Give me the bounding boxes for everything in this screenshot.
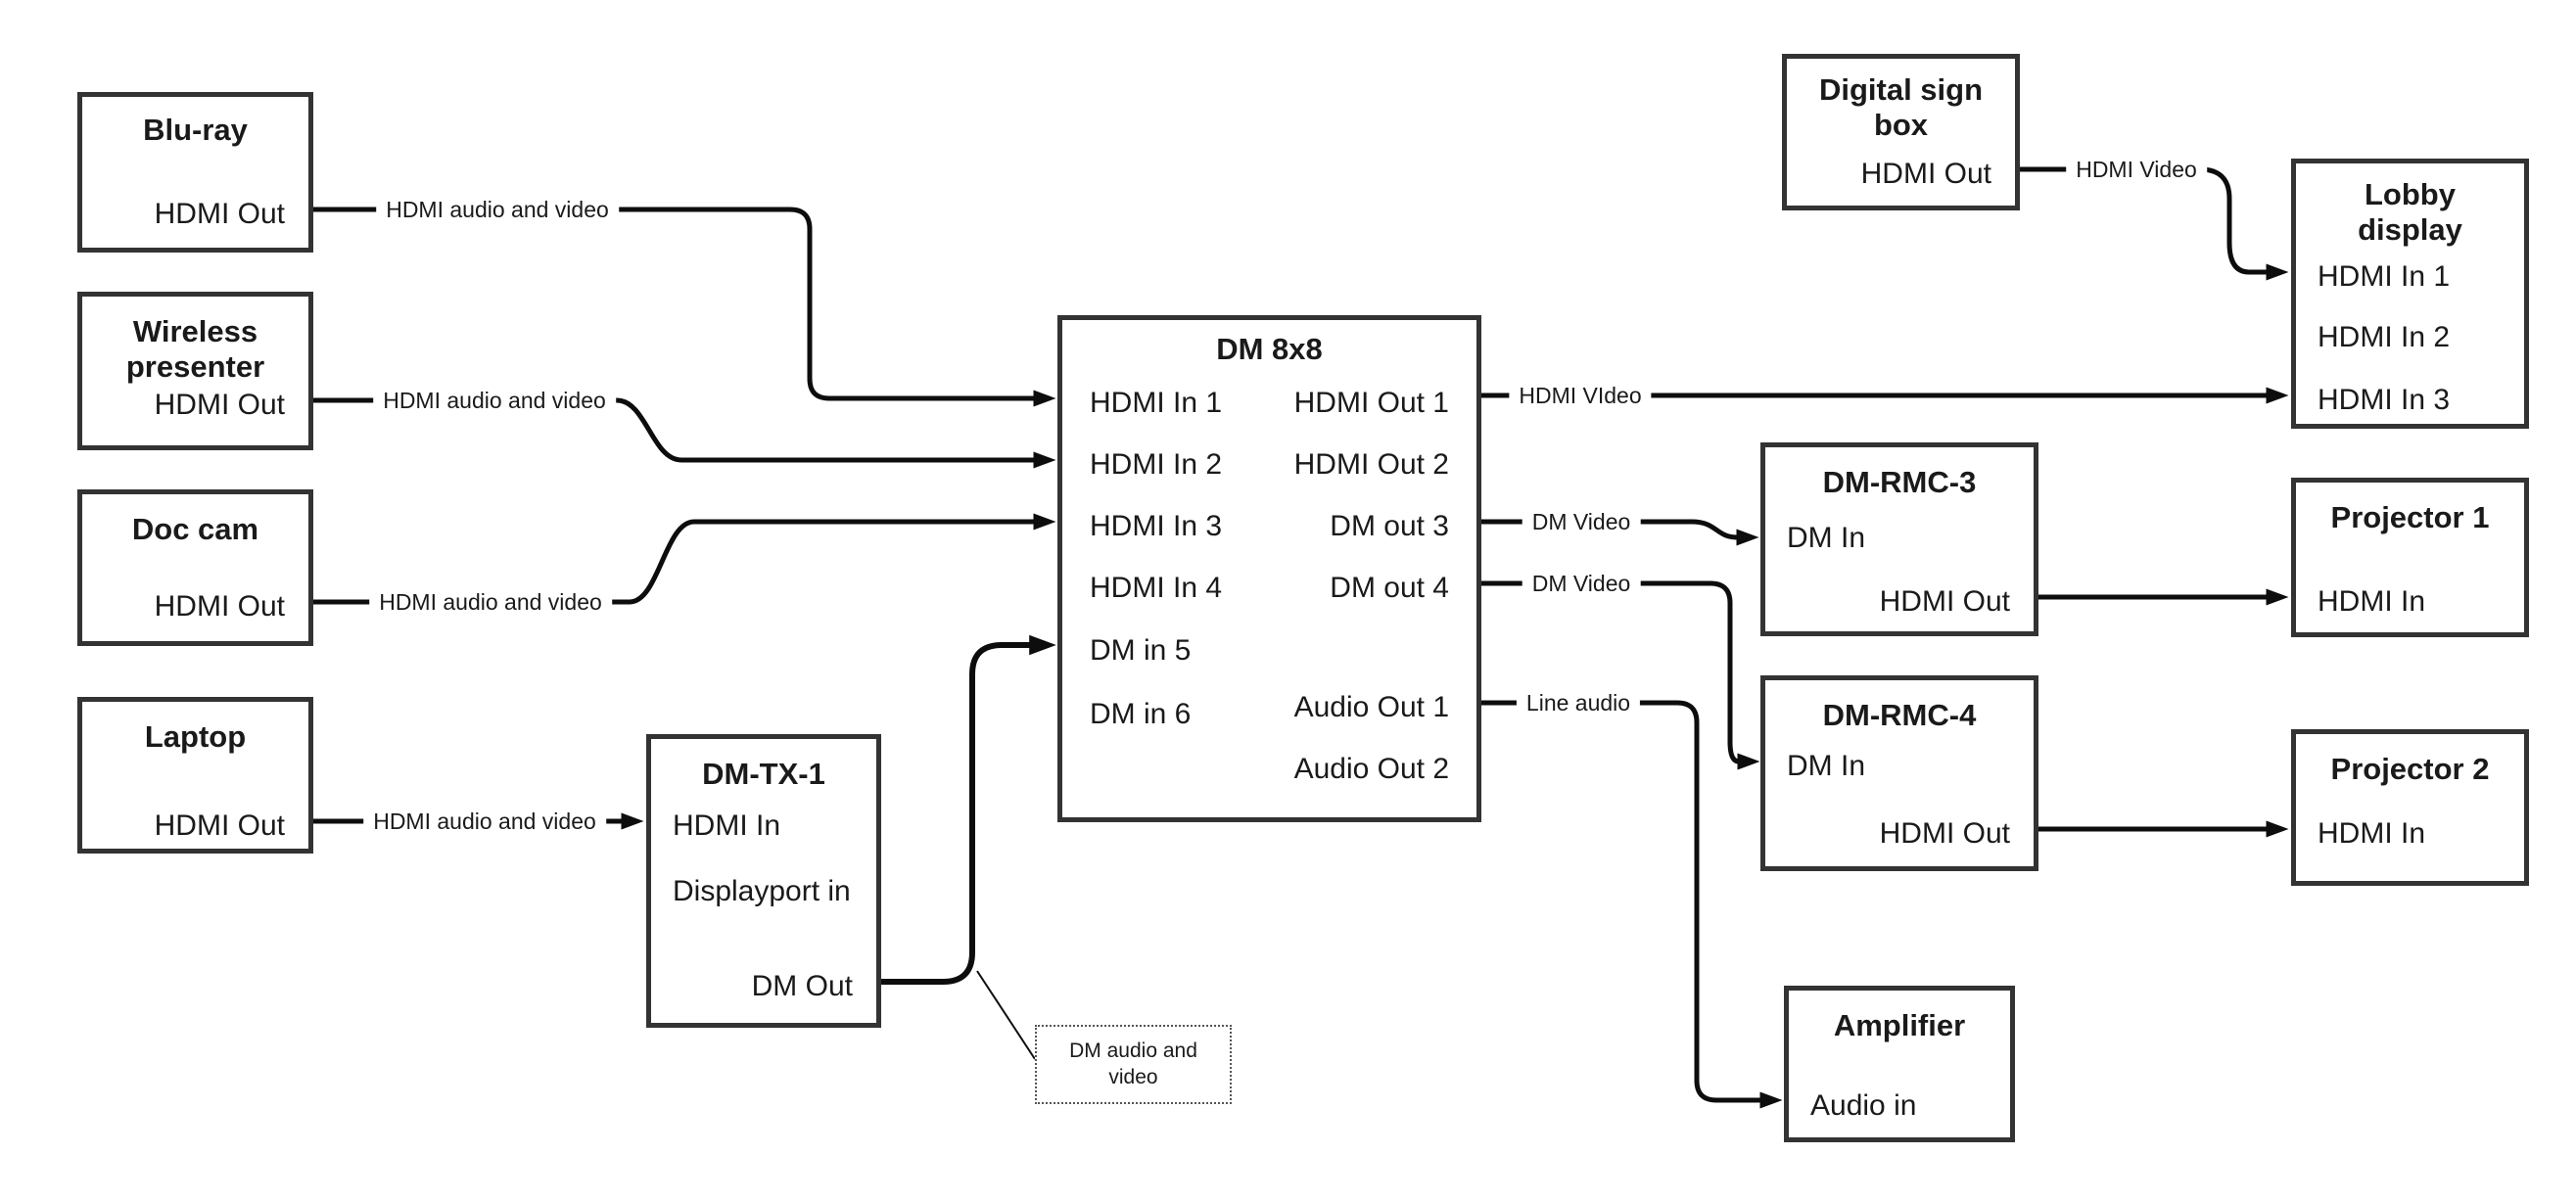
port-dm-out: DM Out: [751, 970, 853, 1002]
port-dm-in-5: DM in 5: [1090, 634, 1192, 667]
wire-wireless-to-dm8x8-in2: [313, 397, 1056, 469]
node-dm-rmc-3: DM-RMC-3 DM In HDMI Out: [1760, 442, 2038, 636]
node-title: Doc cam: [131, 512, 259, 546]
edge-label-dm-video-4: DM Video: [1522, 569, 1641, 598]
node-wireless-presenter: Wireless presenter HDMI Out: [77, 292, 313, 450]
port-hdmi-out-2: HDMI Out 2: [1293, 448, 1449, 481]
port-hdmi-out: HDMI Out: [1879, 585, 2010, 618]
port-hdmi-in: HDMI In: [673, 809, 781, 842]
port-dm-out-3: DM out 3: [1330, 510, 1449, 542]
node-laptop: Laptop HDMI Out: [77, 697, 313, 854]
wire-bluray-to-dm8x8-in1: [313, 207, 1056, 407]
edge-label-line-audio: Line audio: [1516, 688, 1641, 717]
node-dm-tx-1: DM-TX-1 HDMI In Displayport in DM Out: [646, 734, 881, 1028]
port-dm-in: DM In: [1787, 750, 1866, 782]
node-title: Laptop: [144, 719, 247, 754]
port-hdmi-out: HDMI Out: [154, 389, 285, 421]
node-digital-sign-box: Digital sign box HDMI Out: [1782, 54, 2020, 210]
node-lobby-display: Lobby display HDMI In 1 HDMI In 2 HDMI I…: [2291, 159, 2529, 429]
port-dm-in: DM In: [1787, 522, 1866, 554]
edge-label-wireless-hdmi-av: HDMI audio and video: [373, 386, 616, 415]
wire-doccam-to-dm8x8-in3: [313, 513, 1056, 605]
port-hdmi-in-2: HDMI In 2: [1090, 448, 1223, 481]
wire-sign-to-lobby-in1: [2020, 166, 2289, 281]
port-hdmi-in-4: HDMI In 4: [1090, 572, 1223, 604]
node-title: DM-RMC-3: [1822, 465, 1977, 499]
port-hdmi-out: HDMI Out: [154, 809, 285, 842]
node-dm-8x8: DM 8x8 HDMI In 1 HDMI In 2 HDMI In 3 HDM…: [1057, 315, 1481, 822]
port-hdmi-out: HDMI Out: [1879, 817, 2010, 850]
node-title: Amplifier: [1833, 1008, 1966, 1042]
node-title: DM 8x8: [1216, 332, 1323, 366]
callout-pointer-line: [976, 970, 1036, 1060]
port-hdmi-in-3: HDMI In 3: [1090, 510, 1223, 542]
node-title: DM-TX-1: [702, 757, 825, 791]
node-dm-rmc-4: DM-RMC-4 DM In HDMI Out: [1760, 675, 2038, 871]
port-hdmi-out: HDMI Out: [154, 590, 285, 623]
port-hdmi-out: HDMI Out: [1860, 158, 1991, 190]
port-hdmi-in: HDMI In: [2318, 585, 2426, 618]
node-doc-cam: Doc cam HDMI Out: [77, 489, 313, 646]
port-hdmi-in: HDMI In: [2318, 817, 2426, 850]
edge-label-laptop-hdmi-av: HDMI audio and video: [363, 807, 606, 836]
port-audio-out-2: Audio Out 2: [1293, 753, 1449, 785]
node-title: Lobby display: [2358, 177, 2462, 247]
node-projector-1: Projector 1 HDMI In: [2291, 478, 2529, 637]
wire-dm8x8-out3-to-rmc3: [1481, 519, 1759, 546]
wire-dmtx1-to-dm8x8-in5: [881, 634, 1056, 985]
port-hdmi-in-2: HDMI In 2: [2318, 321, 2451, 353]
edge-label-hdmi-video-main: HDMI VIdeo: [1509, 381, 1652, 410]
edge-label-hdmi-video-sign: HDMI Video: [2066, 155, 2207, 184]
port-hdmi-in-3: HDMI In 3: [2318, 384, 2451, 416]
edge-label-bluray-hdmi-av: HDMI audio and video: [376, 195, 619, 224]
node-projector-2: Projector 2 HDMI In: [2291, 729, 2529, 886]
node-amplifier: Amplifier Audio in: [1784, 986, 2015, 1142]
port-dm-in-6: DM in 6: [1090, 698, 1192, 730]
port-hdmi-out: HDMI Out: [154, 198, 285, 230]
port-hdmi-in-1: HDMI In 1: [2318, 260, 2451, 293]
port-hdmi-in-1: HDMI In 1: [1090, 387, 1223, 419]
edge-label-doccam-hdmi-av: HDMI audio and video: [369, 587, 612, 617]
node-title: Digital sign box: [1818, 72, 1984, 142]
port-hdmi-out-1: HDMI Out 1: [1293, 387, 1449, 419]
node-blu-ray: Blu-ray HDMI Out: [77, 92, 313, 253]
edge-label-dm-video-3: DM Video: [1522, 507, 1641, 536]
node-title: Projector 1: [2330, 500, 2490, 534]
port-audio-out-1: Audio Out 1: [1293, 691, 1449, 723]
node-title: Blu-ray: [143, 113, 248, 147]
port-audio-in: Audio in: [1810, 1089, 1917, 1122]
node-title: Wireless presenter: [125, 314, 265, 384]
wire-dm8x8-audio1-to-amp: [1481, 700, 1783, 1109]
wire-dm8x8-out4-to-rmc4: [1481, 580, 1760, 770]
node-title: Projector 2: [2330, 752, 2490, 786]
port-dm-out-4: DM out 4: [1330, 572, 1449, 604]
port-displayport-in: Displayport in: [673, 875, 851, 907]
node-title: DM-RMC-4: [1822, 698, 1977, 732]
callout-dm-audio-video: DM audio and video: [1035, 1025, 1232, 1104]
